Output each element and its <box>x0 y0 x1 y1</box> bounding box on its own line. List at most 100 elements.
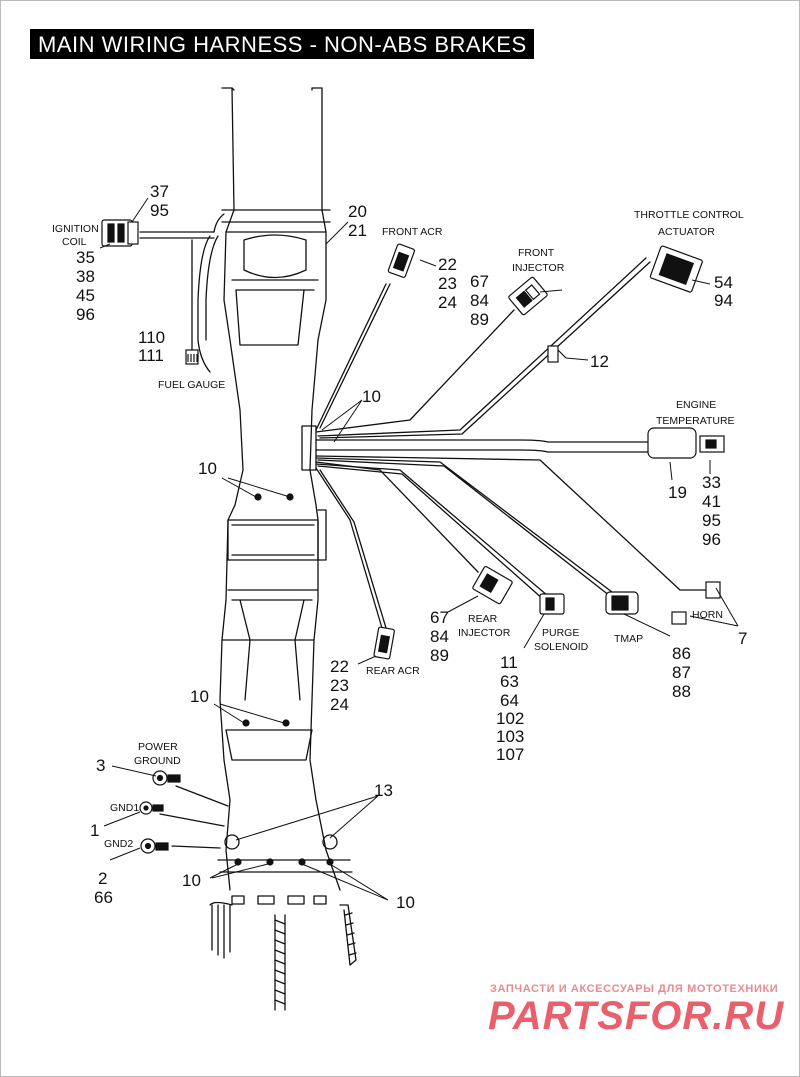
watermark-tagline: ЗАПЧАСТИ И АКСЕССУАРЫ ДЛЯ МОТОТЕХНИКИ <box>490 983 779 995</box>
frame-right-front-rail <box>309 87 327 506</box>
horn-label: HORN <box>692 609 723 621</box>
engine-temperature-sender <box>647 427 725 459</box>
front-injector-label: FRONT <box>518 247 555 259</box>
ref-23b: 23 <box>330 676 349 695</box>
frame-lower-cross <box>225 729 313 761</box>
tmap-label: TMAP <box>614 633 643 645</box>
ref-110: 110 <box>138 328 165 347</box>
ref-41: 41 <box>702 492 721 511</box>
rear-injector-label-2: INJECTOR <box>458 627 511 639</box>
rear-harness-right <box>339 904 357 966</box>
ref-24a: 24 <box>438 293 457 312</box>
front-injector-label-2: INJECTOR <box>512 262 565 274</box>
ref-94: 94 <box>714 291 733 310</box>
front-acr-label: FRONT ACR <box>382 226 443 238</box>
front-acr-connector <box>387 243 416 278</box>
frame-head-casting <box>243 234 307 279</box>
ref-12: 12 <box>590 352 609 371</box>
wire-throttle <box>317 257 651 439</box>
ignition-coil-connector <box>101 219 139 247</box>
ref-22b: 22 <box>330 657 349 676</box>
rear-acr-connector <box>373 626 395 660</box>
clip-12 <box>547 345 567 363</box>
engine-temp-label-2: TEMPERATURE <box>656 415 735 427</box>
rear-injector-connector <box>472 566 513 605</box>
frame-left-front-rail <box>221 87 244 506</box>
ref-33: 33 <box>702 473 721 492</box>
wire-ignition-coil <box>139 231 215 239</box>
purge-solenoid-label: PURGE <box>542 627 579 639</box>
front-injector-connector <box>508 276 548 316</box>
wire-horn <box>315 455 707 591</box>
power-ground-label: POWER <box>138 741 178 753</box>
rear-acr-label: REAR ACR <box>366 665 420 677</box>
throttle-actuator-label: THROTTLE CONTROL <box>634 209 744 221</box>
frame-battery-box <box>227 519 319 561</box>
ref-87: 87 <box>672 663 691 682</box>
ref-21: 21 <box>348 221 367 240</box>
ref-66: 66 <box>94 888 113 907</box>
frame-cross-mid <box>225 231 327 291</box>
wire-tmap <box>315 457 613 597</box>
harness-trunk-left <box>197 235 211 373</box>
ref-64: 64 <box>500 691 519 710</box>
gnd1-label: GND1 <box>110 802 139 814</box>
ref-63: 63 <box>500 672 519 691</box>
rear-harness-left <box>211 904 231 959</box>
ref-102: 102 <box>496 709 524 728</box>
ref-67b: 67 <box>430 608 449 627</box>
ref-1: 1 <box>90 821 99 840</box>
purge-solenoid-label-2: SOLENOID <box>534 641 589 653</box>
ref-37: 37 <box>150 182 169 201</box>
tmap-connector <box>605 591 639 615</box>
frame-right-rear-rail <box>309 504 319 801</box>
purge-solenoid-connector <box>539 593 565 615</box>
cable-straps <box>234 493 334 866</box>
ref-13: 13 <box>374 781 393 800</box>
ref-3: 3 <box>96 756 105 775</box>
power-ground-label-2: GROUND <box>134 755 181 767</box>
ref-10-rear-left: 10 <box>182 871 201 890</box>
rear-injector-label: REAR <box>468 613 498 625</box>
ref-2: 2 <box>98 869 107 888</box>
ref-10-mid: 10 <box>190 687 209 706</box>
ref-84a: 84 <box>470 291 489 310</box>
frame-center-panel <box>235 289 305 346</box>
ref-10-rear-right: 10 <box>396 893 415 912</box>
ref-111: 111 <box>138 346 164 365</box>
page-title: MAIN WIRING HARNESS - NON-ABS BRAKES <box>38 32 527 57</box>
watermark-logo: PARTSFOR.RU <box>488 994 785 1038</box>
wire-rear-injector <box>315 461 479 573</box>
ref-10-hub: 10 <box>362 387 381 406</box>
ref-38: 38 <box>76 267 95 286</box>
fuel-gauge-connector <box>185 349 199 365</box>
ref-20: 20 <box>348 202 367 221</box>
ref-88: 88 <box>672 682 691 701</box>
wire-rear-acr <box>315 467 387 629</box>
ref-35: 35 <box>76 248 95 267</box>
ref-103: 103 <box>496 727 524 746</box>
gnd2-label: GND2 <box>104 838 133 850</box>
ignition-coil-label-2: COIL <box>62 236 87 248</box>
engine-temp-label: ENGINE <box>676 399 716 411</box>
ref-86: 86 <box>672 644 691 663</box>
throttle-actuator-connector <box>649 245 703 293</box>
ref-23a: 23 <box>438 274 457 293</box>
wire-purge <box>315 463 549 601</box>
ref-95b: 95 <box>702 511 721 530</box>
fuel-gauge-label: FUEL GAUGE <box>158 379 225 391</box>
wire-front-acr <box>315 283 391 431</box>
ref-19: 19 <box>668 483 687 502</box>
title-bar: MAIN WIRING HARNESS - NON-ABS BRAKES <box>30 29 534 59</box>
ref-107: 107 <box>496 745 524 764</box>
ref-54: 54 <box>714 273 733 292</box>
ref-67a: 67 <box>470 272 489 291</box>
ref-89b: 89 <box>430 646 449 665</box>
power-ground-terminal <box>152 770 181 786</box>
frame-cross-upper <box>221 209 331 223</box>
gnd2-terminal <box>140 838 169 854</box>
gnd1-terminal <box>139 801 164 815</box>
ref-11: 11 <box>500 653 518 672</box>
